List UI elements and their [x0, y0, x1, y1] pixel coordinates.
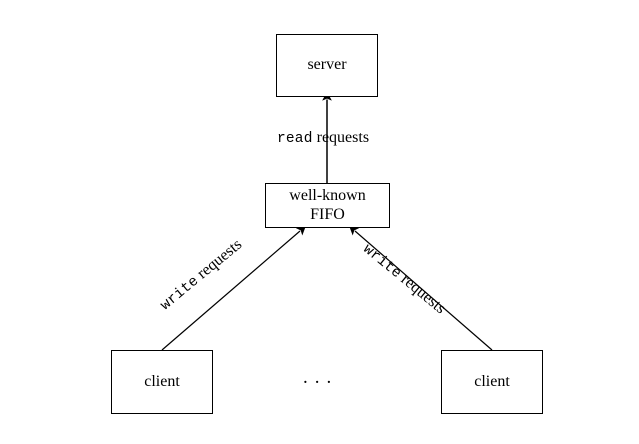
edge-client-left-to-fifo: [161, 225, 306, 351]
node-server-label: server: [307, 56, 347, 74]
node-fifo-label-line1: well-known: [289, 186, 366, 204]
node-client-right[interactable]: client: [441, 350, 543, 414]
node-server[interactable]: server: [276, 34, 378, 97]
ellipsis-more-clients: ...: [303, 367, 339, 388]
edge-label-read-keyword: read: [277, 131, 313, 147]
edge-client-right-to-fifo: [349, 225, 493, 351]
node-client-right-label: client: [474, 372, 510, 390]
node-well-known-fifo[interactable]: well-known FIFO: [265, 183, 390, 228]
node-client-left-label: client: [144, 372, 180, 390]
edge-label-read-suffix: requests: [316, 129, 370, 146]
node-fifo-label-line2: FIFO: [310, 205, 345, 223]
node-client-left[interactable]: client: [111, 350, 213, 414]
